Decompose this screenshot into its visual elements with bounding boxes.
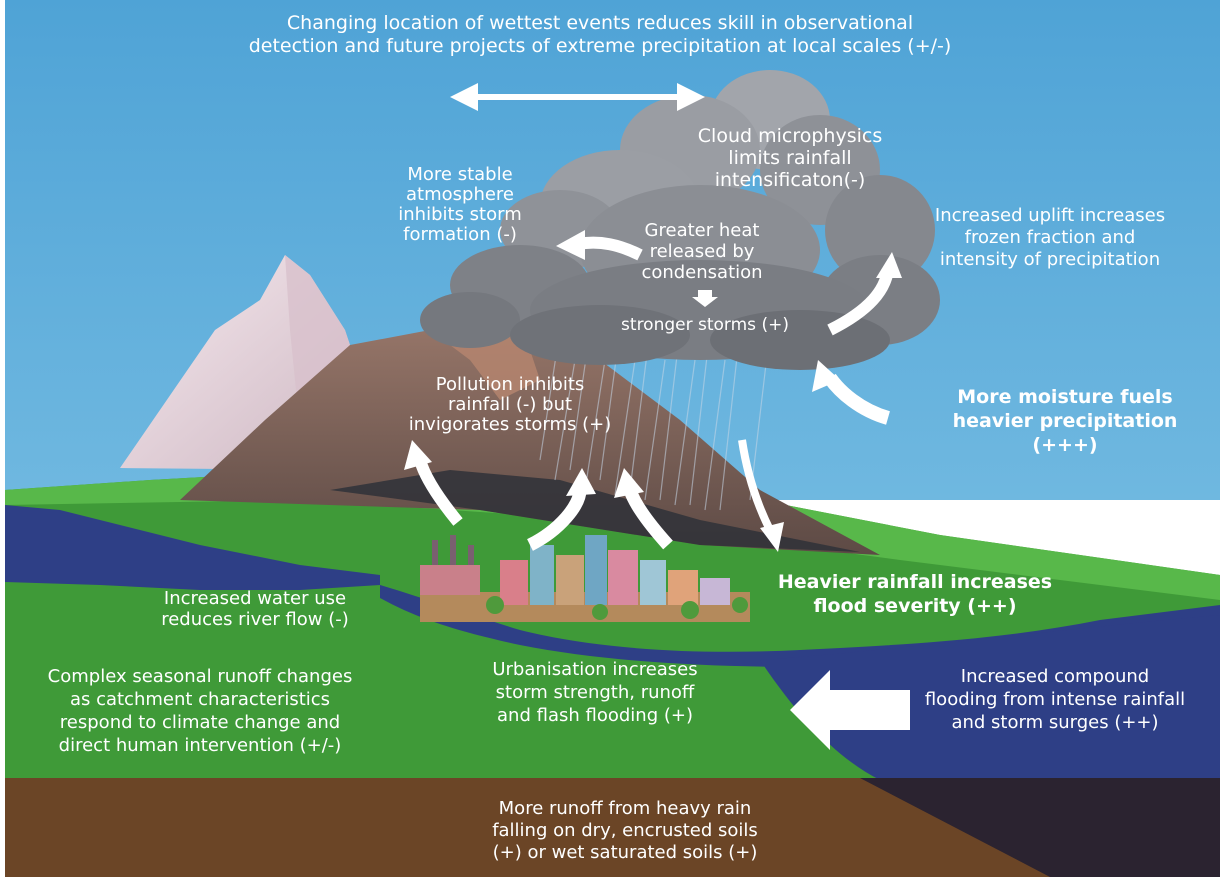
chimney bbox=[450, 535, 456, 565]
label-more-moisture: More moisture fuels heavier precipitatio… bbox=[952, 386, 1178, 456]
urban-arrow-2-head-icon bbox=[614, 468, 644, 498]
pollution-arrow-left-icon bbox=[414, 458, 463, 526]
label-seasonal-runoff: Complex seasonal runoff changes as catch… bbox=[47, 666, 353, 756]
label-compound-flooding: Increased compound flooding from intense… bbox=[924, 666, 1186, 733]
down-arrow-icon bbox=[692, 290, 718, 307]
label-water-use: Increased water use reduces river flow (… bbox=[161, 588, 349, 630]
building bbox=[556, 555, 584, 605]
label-pollution: Pollution inhibits rainfall (-) but invi… bbox=[408, 374, 612, 435]
building bbox=[585, 535, 607, 605]
building bbox=[530, 545, 554, 605]
factory bbox=[420, 565, 480, 595]
rain-arrow-icon bbox=[738, 439, 774, 532]
building bbox=[640, 560, 666, 605]
chimney bbox=[432, 540, 438, 565]
rain-arrow-head-icon bbox=[760, 522, 784, 552]
label-stable-atmosphere: More stable atmosphere inhibits storm fo… bbox=[398, 164, 522, 245]
building bbox=[608, 550, 638, 605]
building bbox=[500, 560, 528, 605]
chimney bbox=[468, 545, 474, 565]
label-urbanisation: Urbanisation increases storm strength, r… bbox=[492, 659, 698, 726]
pollution-arrow-left-head-icon bbox=[404, 440, 432, 470]
label-soil-runoff: More runoff from heavy rain falling on d… bbox=[492, 798, 758, 863]
curved-arrow-head-icon bbox=[556, 230, 585, 260]
label-top-banner: Changing location of wettest events redu… bbox=[248, 12, 952, 57]
label-greater-heat: Greater heat released by condensation bbox=[641, 220, 763, 283]
sea bbox=[760, 615, 1220, 780]
city bbox=[420, 535, 750, 622]
label-stronger-storms: stronger storms (+) bbox=[621, 315, 789, 335]
brown-mountain-dark bbox=[330, 470, 860, 552]
uplift-arrow-head-icon bbox=[876, 252, 902, 278]
flood-arrow-icon bbox=[790, 670, 910, 750]
double-arrow-right-head-icon bbox=[677, 83, 705, 111]
building bbox=[700, 578, 730, 605]
soil-dark-layer bbox=[860, 778, 1220, 877]
building bbox=[668, 570, 698, 605]
storm-cloud bbox=[420, 70, 940, 370]
double-arrow-left-head-icon bbox=[450, 83, 478, 111]
urban-arrow-1-head-icon bbox=[566, 468, 596, 496]
label-heavier-rainfall: Heavier rainfall increases flood severit… bbox=[777, 571, 1053, 617]
left-lake bbox=[5, 505, 380, 590]
arrows bbox=[404, 83, 910, 750]
label-cloud-microphysics: Cloud microphysics limits rainfall inten… bbox=[697, 125, 883, 191]
label-increased-uplift: Increased uplift increases frozen fracti… bbox=[934, 205, 1166, 270]
moisture-arrow-head-icon bbox=[812, 360, 840, 392]
